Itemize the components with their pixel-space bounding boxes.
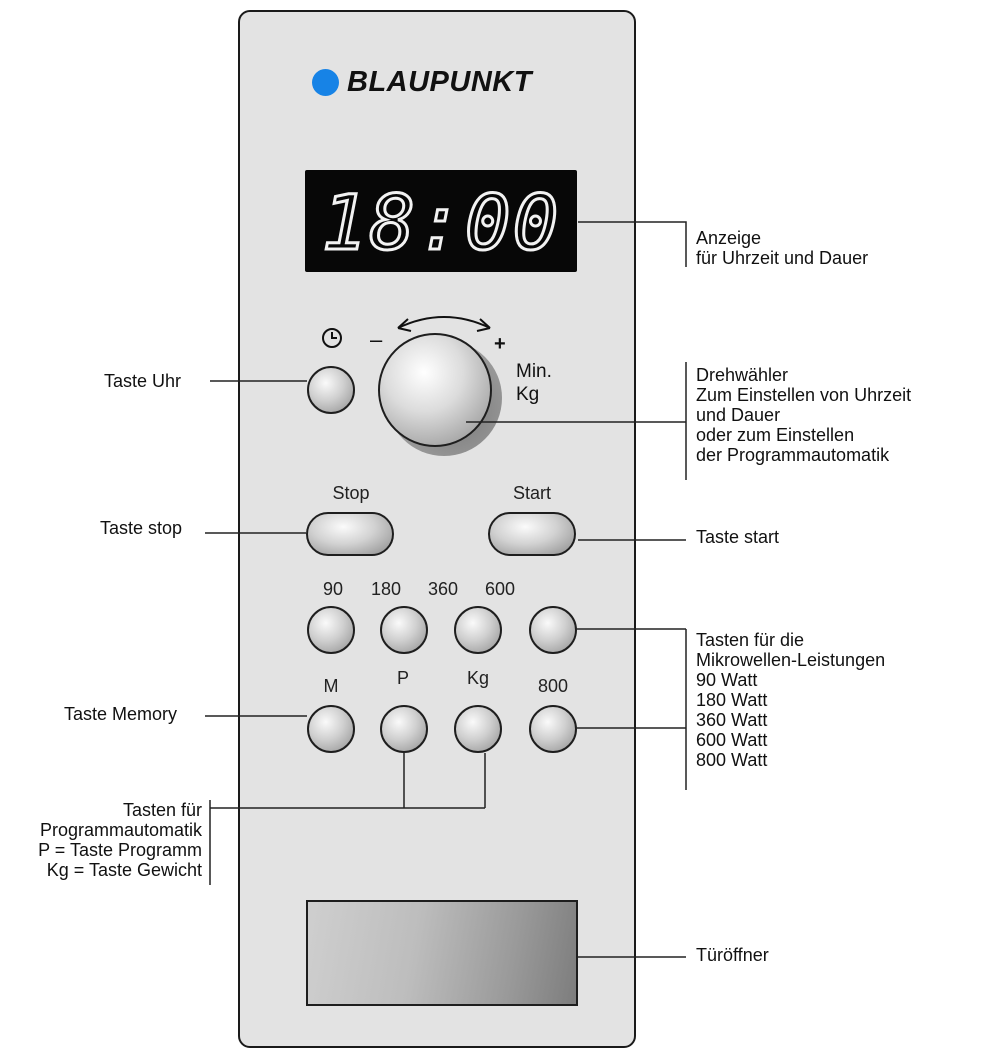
clock-icon (322, 328, 342, 348)
time-display: 18:00 (305, 170, 577, 272)
callout-stop-button: Taste stop (100, 518, 183, 538)
weight-button[interactable] (454, 705, 502, 753)
power-180-label: 180 (370, 579, 402, 599)
power-90-label: 90 (322, 579, 344, 599)
callout-program-buttons: Tasten für Programmautomatik P = Taste P… (38, 800, 202, 880)
dial-unit-label: Min. Kg (516, 361, 552, 405)
display-time: 18:00 (322, 178, 561, 267)
clock-button[interactable] (307, 366, 355, 414)
callout-memory-button: Taste Memory (64, 704, 178, 724)
power-600-label: 600 (484, 579, 516, 599)
callout-clock-button: Taste Uhr (104, 371, 182, 391)
dial-minus-label: – (370, 327, 383, 352)
control-panel (238, 10, 636, 1048)
memory-button[interactable] (307, 705, 355, 753)
power-360-button[interactable] (454, 606, 502, 654)
dial-plus-label: + (494, 333, 506, 355)
brand-dot-icon (312, 68, 339, 96)
stop-button[interactable] (306, 512, 394, 556)
program-button[interactable] (380, 705, 428, 753)
start-button[interactable] (488, 512, 576, 556)
stop-label: Stop (332, 483, 370, 503)
callout-display: Anzeige für Uhrzeit und Dauer (696, 228, 869, 268)
power-90-button[interactable] (307, 606, 355, 654)
callout-power-buttons: Tasten für die Mikrowellen-Leistungen 90… (696, 630, 886, 770)
door-opener-button[interactable] (306, 900, 578, 1006)
start-label: Start (512, 483, 552, 503)
power-360-label: 360 (427, 579, 459, 599)
memory-label: M (323, 676, 339, 696)
power-800-button[interactable] (529, 705, 577, 753)
brand-logo: BLAUPUNKT (312, 60, 532, 104)
callout-start-button: Taste start (696, 527, 780, 547)
program-label: P (396, 668, 410, 688)
brand-name: BLAUPUNKT (347, 65, 532, 98)
callout-rotary-dial: Drehwähler Zum Einstellen von Uhrzeit un… (696, 365, 912, 465)
power-800-label: 800 (537, 676, 569, 696)
weight-label: Kg (466, 668, 490, 688)
seven-segment-readout: 18:00 (320, 177, 561, 269)
rotary-dial[interactable] (378, 333, 492, 447)
power-600-button[interactable] (529, 606, 577, 654)
power-180-button[interactable] (380, 606, 428, 654)
callout-door-opener: Türöffner (696, 945, 769, 965)
